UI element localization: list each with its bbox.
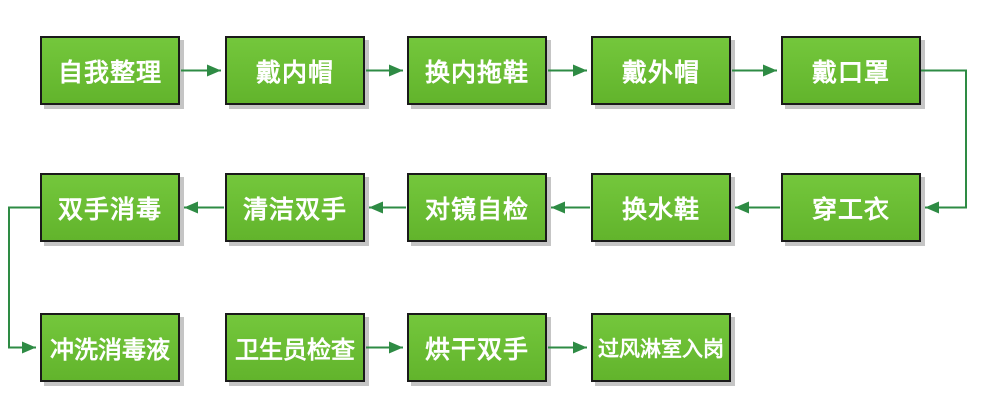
flow-step-self-tidy: 自我整理 [40, 36, 180, 105]
flow-step-wear-inner-cap: 戴内帽 [225, 36, 365, 105]
flow-step-change-inner-slippers: 换内拖鞋 [407, 36, 547, 105]
flow-step-clean-hands: 清洁双手 [225, 173, 365, 242]
flow-step-wear-mask: 戴口罩 [781, 36, 921, 105]
flow-step-mirror-self-check: 对镜自检 [407, 173, 547, 242]
flow-step-wear-work-clothes: 穿工衣 [781, 173, 921, 242]
flow-step-dry-hands: 烘干双手 [407, 313, 547, 382]
flow-step-wear-outer-cap: 戴外帽 [591, 36, 731, 105]
flow-step-change-water-boots: 换水鞋 [591, 173, 731, 242]
flow-step-hand-disinfection: 双手消毒 [40, 173, 180, 242]
flow-step-hygienist-inspection: 卫生员检查 [225, 313, 365, 382]
flow-step-rinse-disinfectant: 冲洗消毒液 [40, 313, 180, 382]
arrow-wear-mask-to-wear-work-clothes [921, 69, 967, 214]
flow-step-air-shower-entry: 过风淋室入岗 [591, 313, 731, 382]
arrow-hand-disinfection-to-rinse-disinfectant [8, 206, 40, 354]
